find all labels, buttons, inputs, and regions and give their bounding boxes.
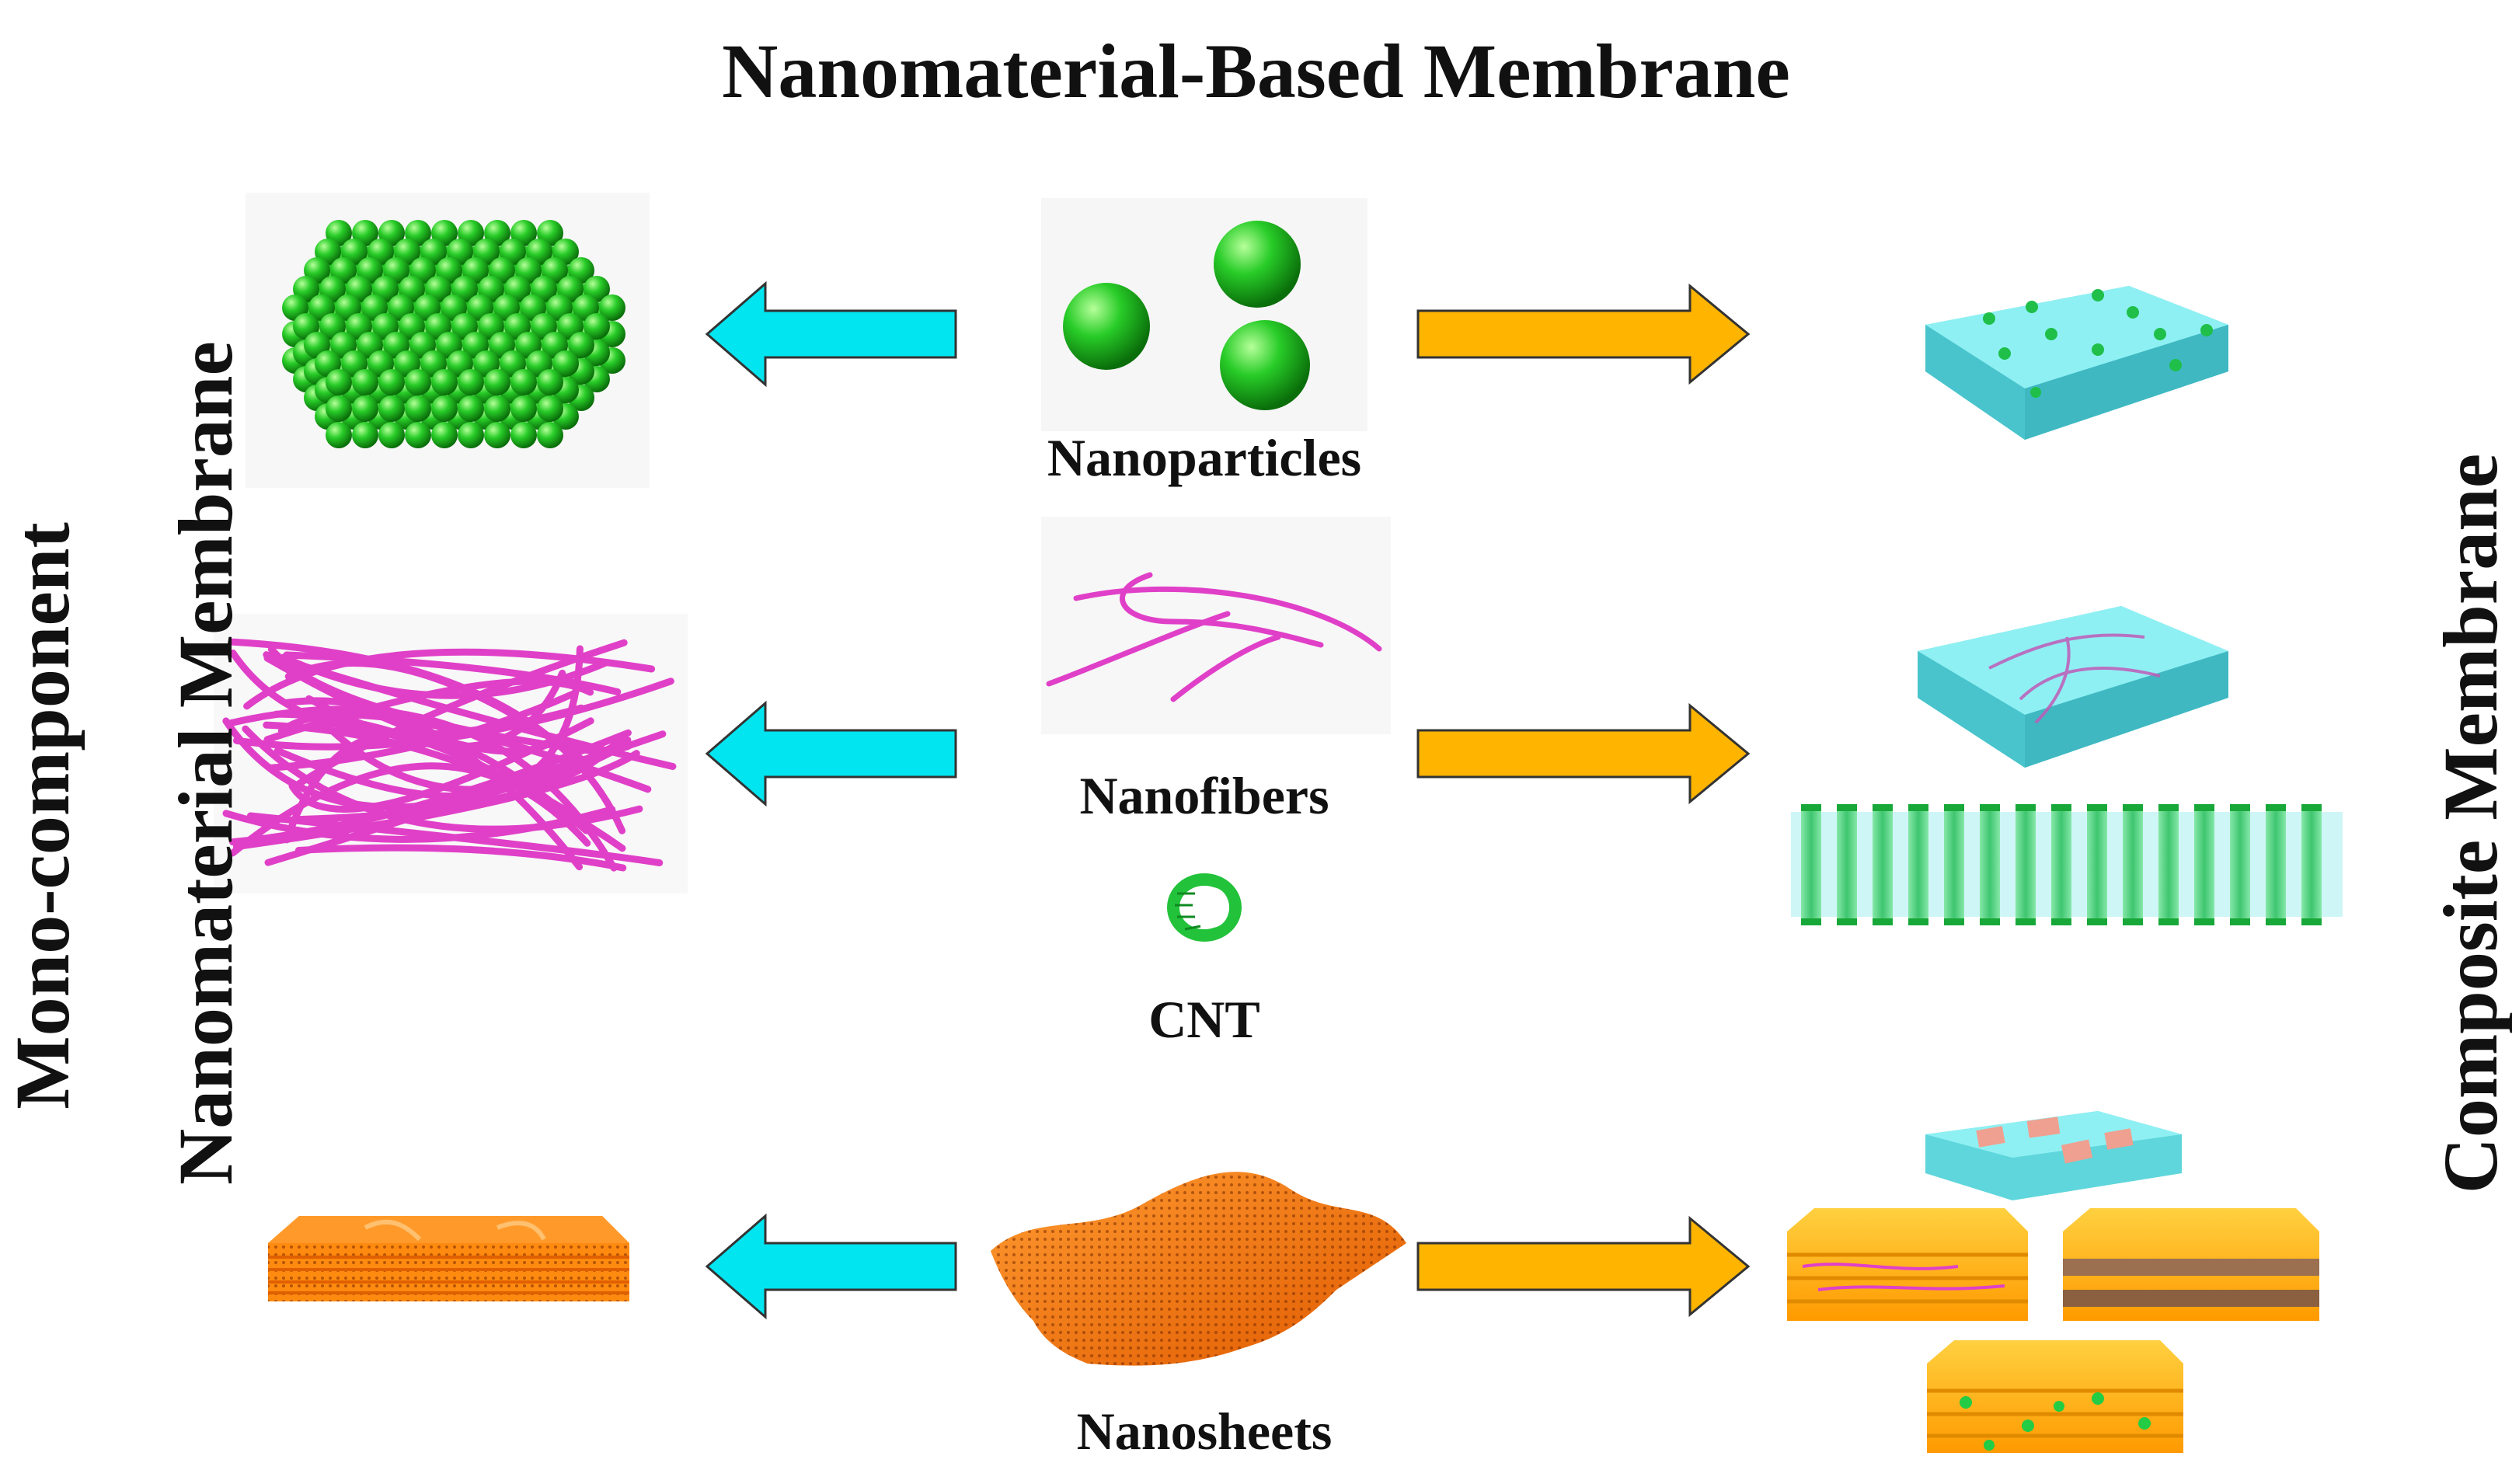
left-side-label-line2: Nanomaterial Membrane [162,341,249,1185]
nanoparticle-composite [1925,286,2228,440]
right-arrow-1 [1416,283,1751,385]
cnt-composite [1791,804,2343,925]
cnt-label: CNT [1148,990,1260,1049]
nanofibers-label: Nanofibers [1079,766,1329,825]
nanofiber-mat [214,614,688,894]
right-side-label: Composite Membrane [2427,453,2512,1194]
left-arrow-2 [705,700,957,807]
nanofiber-composite [1918,606,2228,768]
right-arrow-3 [1416,1215,1751,1318]
left-arrow-1 [705,280,957,388]
nanoparticle-stack [246,193,650,488]
right-arrow-2 [1416,702,1751,805]
nanosheet-stack [268,1216,629,1301]
nanosheets-label: Nanosheets [1076,1402,1333,1461]
nanoparticles-label: Nanoparticles [1047,428,1362,487]
nanosheet-composite-fibers [1787,1208,2028,1321]
diagram-title: Nanomaterial-Based Membrane [722,28,1790,114]
nanosheet-composite-matrix [1925,1111,2182,1200]
nanoparticles-icon [1041,198,1367,431]
left-side-label-line1: Mono-component [0,522,85,1110]
left-arrow-3 [705,1213,957,1320]
nanosheet-composite-particles [1927,1340,2183,1453]
cnt-icon [1167,873,1242,942]
nanofibers-icon [1041,517,1391,734]
nanosheets-icon [991,1172,1406,1366]
nanosheet-composite-layered [2063,1208,2319,1321]
